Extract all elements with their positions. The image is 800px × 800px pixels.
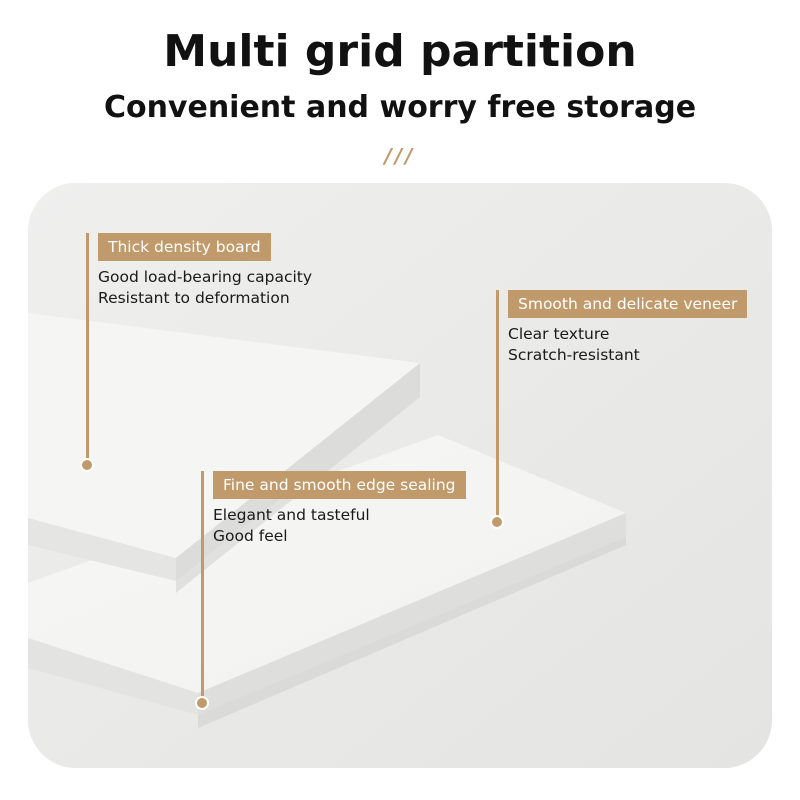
callout-label: Thick density board (98, 233, 271, 261)
callout-description: Elegant and tasteful Good feel (213, 505, 370, 547)
callout-dot (195, 696, 209, 710)
white-boards-illustration (28, 183, 772, 768)
callout-line-text: Clear texture (508, 325, 610, 343)
callout-line-text: Good feel (213, 527, 288, 545)
callout-description: Good load-bearing capacity Resistant to … (98, 267, 312, 309)
callout-line-text: Scratch-resistant (508, 346, 640, 364)
page-title: Multi grid partition (163, 26, 637, 77)
callout-line (86, 233, 89, 465)
lower-board-top (28, 435, 626, 693)
page-subtitle: Convenient and worry free storage (103, 90, 697, 125)
decorative-divider: /// (384, 144, 416, 168)
callout-line-text: Elegant and tasteful (213, 506, 370, 524)
upper-board-top (28, 313, 420, 558)
callout-line (496, 290, 499, 522)
lower-board-edge (198, 513, 626, 715)
callout-dot (490, 515, 504, 529)
callout-line-text: Resistant to deformation (98, 289, 290, 307)
lower-board-front (28, 638, 198, 715)
callout-label: Fine and smooth edge sealing (213, 471, 466, 499)
callout-line (201, 471, 204, 703)
callout-line-text: Good load-bearing capacity (98, 268, 313, 286)
callout-dot (80, 458, 94, 472)
upper-board-front (28, 518, 176, 581)
product-photo: Thick density board Good load-bearing ca… (28, 183, 772, 768)
callout-label: Smooth and delicate veneer (508, 290, 748, 318)
callout-description: Clear texture Scratch-resistant (508, 324, 640, 366)
